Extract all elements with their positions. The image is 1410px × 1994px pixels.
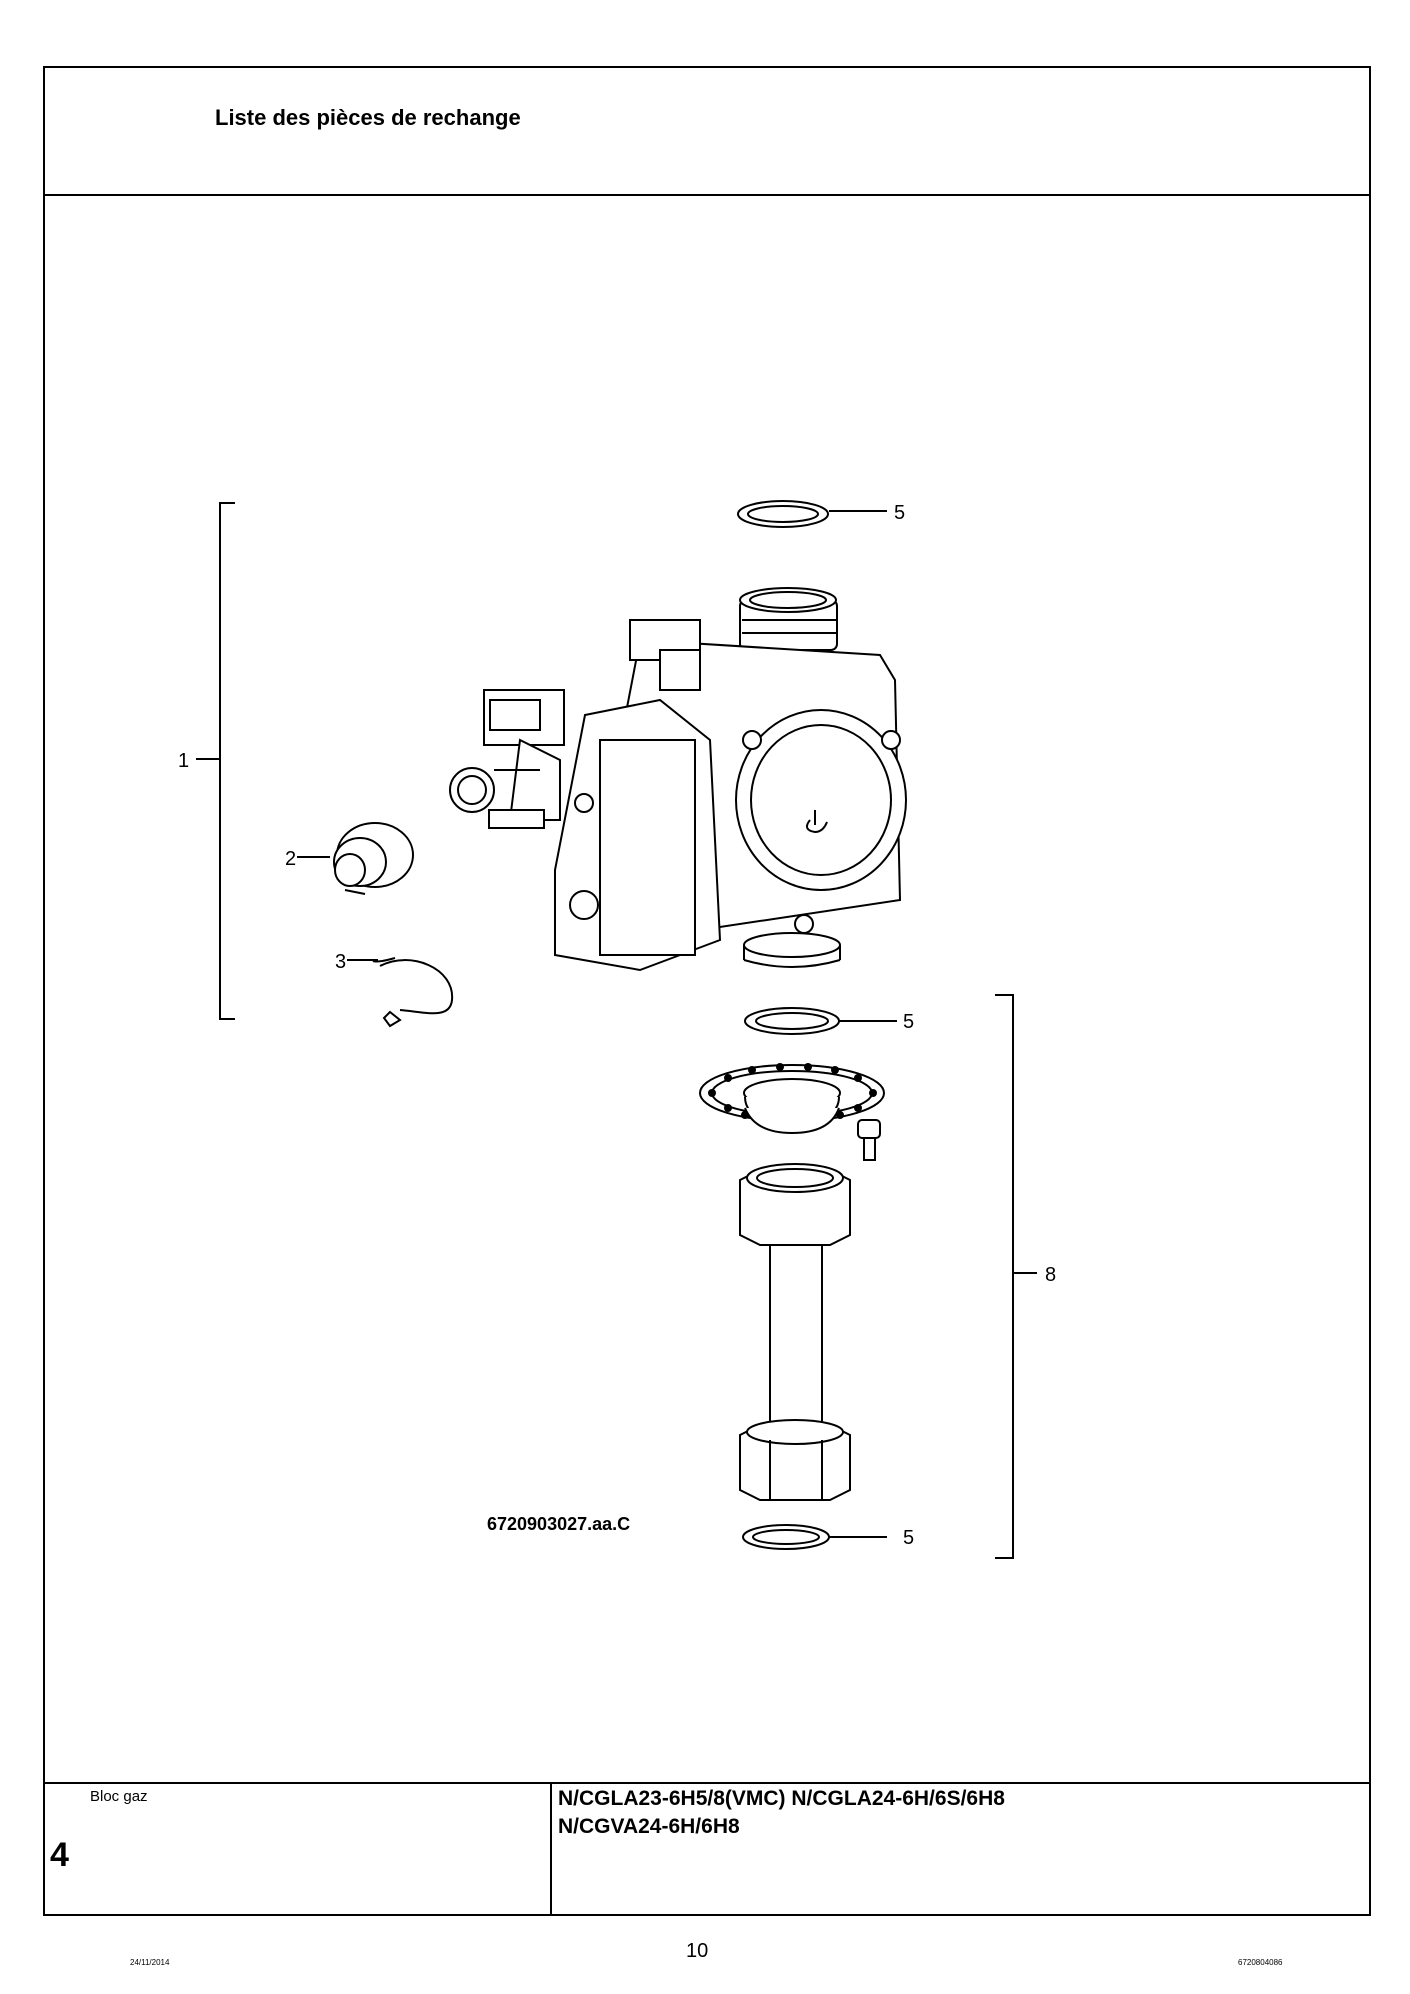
footer-divider [45, 1782, 1369, 1784]
model-line-2: N/CGVA24-6H/6H8 [558, 1815, 740, 1838]
figure-id: 6720903027.aa.C [487, 1514, 630, 1534]
footer-date: 24/11/2014 [130, 1958, 170, 1967]
part-8-screw [857, 1119, 881, 1161]
part-3-clip [347, 957, 454, 1028]
header-divider [45, 194, 1369, 196]
washer-top [737, 500, 887, 528]
callout-1: 1 [178, 750, 189, 772]
page-title: Liste des pièces de rechange [215, 105, 521, 130]
footer-column-divider [550, 1782, 552, 1916]
callout-8: 8 [1045, 1264, 1056, 1286]
model-line-1: N/CGLA23-6H5/8(VMC) N/CGLA24-6H/6S/6H8 [558, 1787, 1005, 1810]
doc-id: 6720804086 [1238, 1958, 1283, 1967]
page-frame: Liste des pièces de rechange Bloc gaz 4 … [43, 66, 1371, 1916]
part-2-knob [297, 822, 414, 895]
section-number: 4 [50, 1836, 69, 1874]
section-name: Bloc gaz [90, 1788, 148, 1805]
callout-3: 3 [335, 951, 346, 973]
callout-5-top: 5 [894, 502, 905, 524]
callout-2: 2 [285, 848, 296, 870]
part-8-pipe-fitting [739, 1163, 851, 1501]
washer-middle [744, 1007, 897, 1035]
part-8-flange [699, 1064, 885, 1135]
callout-5-middle: 5 [903, 1011, 914, 1033]
page-number: 10 [686, 1940, 709, 1962]
washer-bottom [742, 1524, 887, 1550]
bracket-item-1 [219, 502, 235, 1020]
callout-5-bottom: 5 [903, 1527, 914, 1549]
bracket-item-8 [995, 994, 1014, 1559]
gas-valve-body [449, 587, 907, 972]
